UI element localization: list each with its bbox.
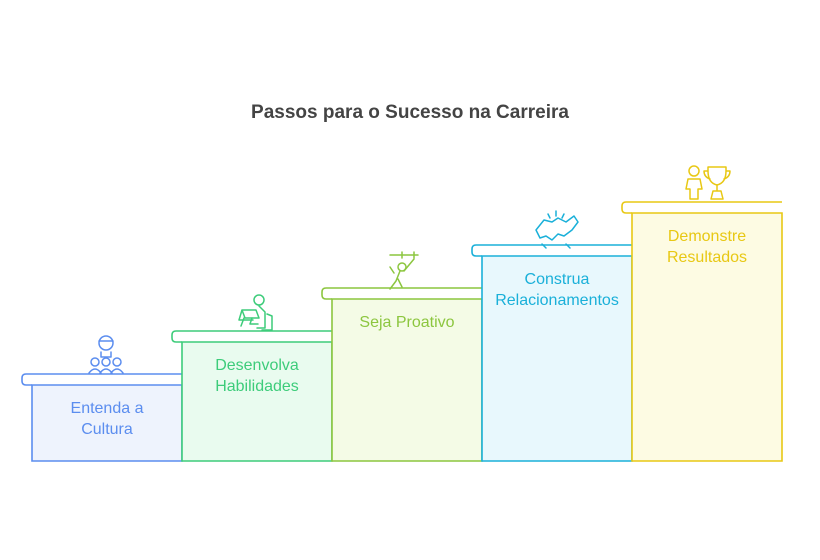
step-label-line: Habilidades	[215, 378, 299, 395]
step-label-line: Demonstre	[667, 228, 747, 245]
handshake-icon	[535, 210, 579, 249]
step-tab	[621, 201, 782, 214]
step-label: Entenda a Cultura	[34, 398, 180, 440]
person-trophy-icon	[685, 165, 731, 200]
step-label-line: Desenvolva	[215, 357, 299, 374]
step-label-line: Seja Proativo	[359, 314, 455, 331]
step-block	[631, 212, 783, 462]
step-label-line: Entenda a	[70, 400, 144, 417]
step-3	[321, 251, 483, 462]
step-4	[471, 210, 633, 462]
team-leader-icon	[88, 335, 124, 374]
step-1	[21, 335, 183, 462]
person-reaching-icon	[389, 251, 419, 290]
page-title: Passos para o Sucesso na Carreira	[251, 102, 569, 123]
step-tab	[471, 244, 632, 257]
step-label-line: Relacionamentos	[495, 292, 619, 309]
step-2	[171, 294, 333, 462]
step-5	[621, 165, 783, 462]
step-label-line: Construa	[524, 271, 590, 288]
person-at-laptop-icon	[238, 294, 273, 331]
step-tab	[171, 330, 332, 343]
step-tab	[21, 373, 182, 386]
step-tab	[321, 287, 482, 300]
step-label: Seja Proativo	[334, 312, 480, 333]
step-label-line: Resultados	[666, 249, 748, 266]
step-label-line: Cultura	[81, 421, 133, 438]
